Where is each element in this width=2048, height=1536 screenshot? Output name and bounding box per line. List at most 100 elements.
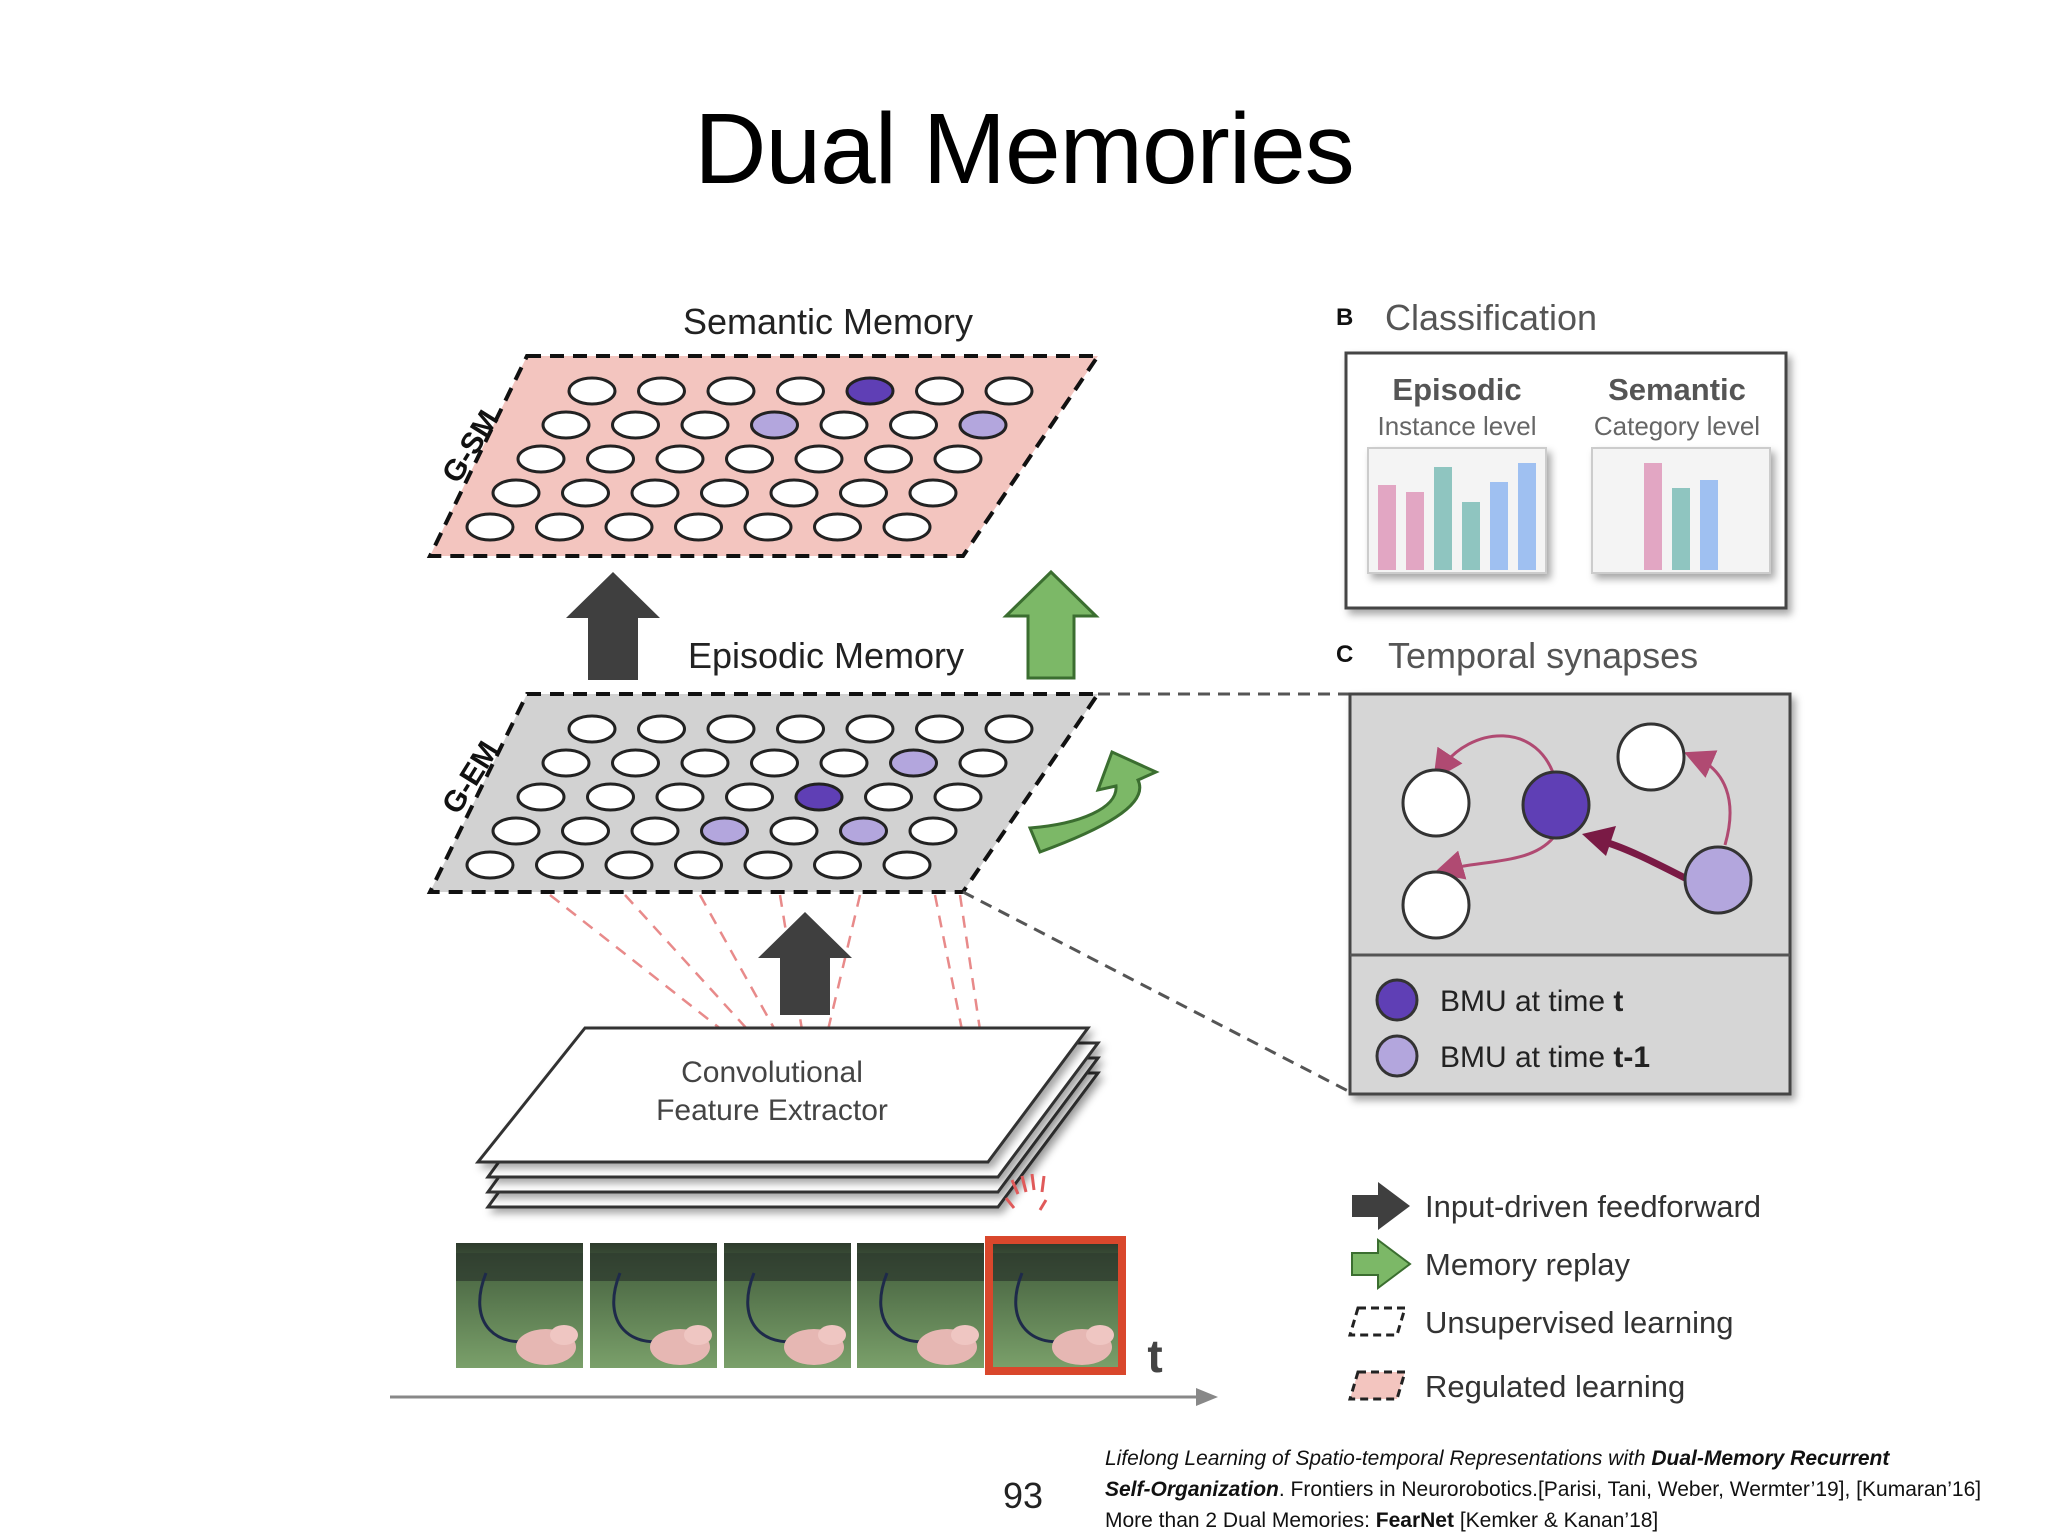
memory-node — [882, 850, 932, 880]
citation-title-bold2: Self-Organization — [1105, 1478, 1279, 1501]
memory-node — [680, 748, 730, 778]
memory-node — [516, 782, 566, 812]
frame-hedge — [590, 1253, 717, 1281]
memory-node — [845, 714, 895, 744]
memory-node — [465, 512, 515, 542]
memory-node — [769, 478, 819, 508]
memory-node — [933, 444, 983, 474]
memory-node — [750, 748, 799, 778]
legend-regulated-text: Regulated learning — [1425, 1369, 1685, 1404]
episodic-memory-nodes — [465, 714, 1034, 880]
memory-node — [611, 748, 660, 778]
memory-node — [725, 782, 774, 812]
citation-fearnet: FearNet — [1375, 1509, 1454, 1532]
citation-title-bold1: Dual-Memory Recurrent — [1651, 1447, 1890, 1470]
connector-bottom — [962, 890, 1351, 1094]
frame-hand-finger — [1086, 1325, 1114, 1345]
replay-arrow-up — [1002, 569, 1100, 680]
memory-node — [700, 478, 749, 508]
citation: Lifelong Learning of Spatio-temporal Rep… — [1105, 1443, 2045, 1536]
memory-node — [491, 816, 541, 846]
synapse-arrow-strong — [1603, 838, 1687, 882]
histogram-bar — [1672, 488, 1690, 570]
memory-node — [743, 850, 793, 880]
page-number: 93 — [1003, 1475, 1044, 1516]
memory-node — [706, 376, 756, 406]
diagram: Semantic Memory G-SM Episodic Memory G-E… — [390, 297, 1792, 1406]
panel-b-episodic-sub: Instance level — [1378, 411, 1537, 441]
memory-node — [630, 478, 680, 508]
citation-line-3: More than 2 Dual Memories: FearNet [Kemk… — [1105, 1505, 2045, 1536]
panel-c-title: Temporal synapses — [1388, 635, 1698, 676]
memory-node — [864, 782, 913, 812]
video-frames — [456, 1236, 1126, 1375]
memory-node — [700, 816, 749, 846]
memory-node — [567, 376, 617, 406]
memory-node — [933, 782, 983, 812]
memory-node — [561, 478, 610, 508]
frame-hedge — [456, 1253, 583, 1281]
memory-node — [845, 376, 895, 406]
legend-feedforward-text: Input-driven feedforward — [1425, 1189, 1761, 1224]
time-axis-arrowhead — [1196, 1388, 1218, 1406]
panel-c-letter: C — [1336, 641, 1353, 668]
semantic-memory-title: Semantic Memory — [683, 301, 973, 342]
bmu-t1-swatch — [1375, 1034, 1419, 1078]
bmu-t-bold: t — [1613, 985, 1623, 1018]
frame-hand-finger — [684, 1325, 712, 1345]
frame-hedge — [724, 1253, 851, 1281]
memory-node — [465, 850, 515, 880]
memory-node — [915, 376, 964, 406]
panel-b-title: Classification — [1385, 297, 1597, 338]
citation-venue: . Frontiers in Neurorobotics.[Parisi, Ta… — [1278, 1478, 1982, 1501]
legend-unsupervised-text: Unsupervised learning — [1425, 1305, 1733, 1340]
memory-node — [541, 410, 591, 440]
frame-hand-finger — [818, 1325, 846, 1345]
memory-node — [889, 410, 938, 440]
memory-node — [794, 782, 844, 812]
histogram-bar — [1434, 467, 1452, 570]
legend-replay-icon — [1351, 1238, 1412, 1290]
synapse-arrow-strong-head — [1582, 826, 1616, 856]
replay-loop-arrow — [1027, 749, 1160, 854]
bmu-t-label: BMU at time — [1440, 985, 1613, 1018]
extractor-line1: Convolutional — [681, 1056, 863, 1089]
slide-title: Dual Memories — [694, 93, 1354, 205]
memory-node — [819, 410, 869, 440]
bmu-t1-label: BMU at time — [1440, 1041, 1613, 1074]
memory-node — [561, 816, 610, 846]
memory-node — [604, 512, 654, 542]
synapse-node-white-2 — [1616, 722, 1686, 792]
citation-line-2: Self-Organization. Frontiers in Neurorob… — [1105, 1474, 2045, 1505]
frame-hedge — [992, 1253, 1119, 1281]
bmu-t-swatch — [1375, 978, 1419, 1022]
bmu-t1-text: BMU at time t-1 — [1440, 1041, 1650, 1074]
memory-node — [655, 444, 705, 474]
frame-hand-finger — [951, 1325, 979, 1345]
memory-node — [984, 714, 1034, 744]
memory-node — [769, 816, 819, 846]
memory-node — [535, 850, 584, 880]
memory-node — [743, 512, 793, 542]
bmu-t1-bold: t-1 — [1613, 1041, 1650, 1074]
memory-node — [839, 816, 888, 846]
synapse-arrow-3 — [1683, 750, 1732, 846]
histogram-bar — [1406, 492, 1424, 570]
memory-node — [567, 714, 617, 744]
receptive-lines — [549, 894, 982, 1031]
memory-node — [882, 512, 932, 542]
memory-node — [674, 850, 723, 880]
memory-node — [776, 714, 825, 744]
feature-extractor-stack — [474, 1026, 1101, 1209]
memory-node — [630, 816, 680, 846]
memory-node — [637, 376, 686, 406]
histogram-bar — [1644, 463, 1662, 570]
histogram-bar — [1378, 485, 1396, 570]
memory-node — [908, 816, 958, 846]
citation-title-part1: Lifelong Learning of Spatio-temporal Rep… — [1105, 1447, 1652, 1470]
synapse-node-bmu-t — [1521, 770, 1591, 840]
panel-b-letter: B — [1336, 304, 1353, 331]
histogram-bar — [1490, 482, 1508, 570]
memory-node — [655, 782, 705, 812]
legend-feedforward-icon — [1352, 1182, 1410, 1230]
